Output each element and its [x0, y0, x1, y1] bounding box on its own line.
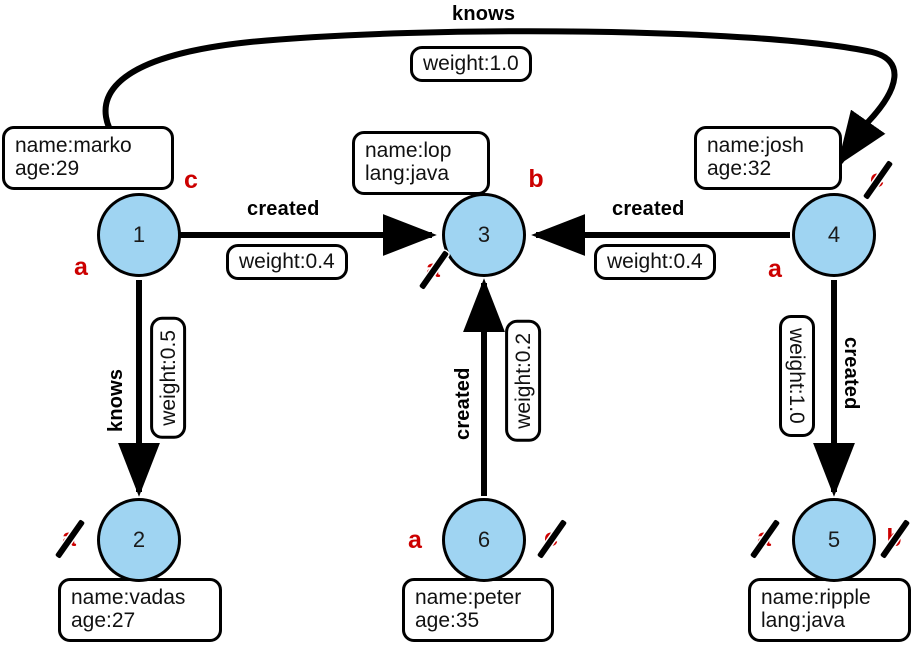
- annotation-n1-a: a: [66, 250, 96, 284]
- property-box-vertex-5: name:ripple lang:java: [748, 578, 911, 643]
- edge-label-created-1-3: created: [247, 198, 320, 220]
- annotation-n2-a-struck: a: [54, 519, 86, 559]
- weight-chip-created-4-3: weight:0.4: [594, 244, 716, 281]
- vertex-node-3[interactable]: 3: [442, 193, 526, 277]
- annotation-letter: a: [768, 254, 782, 283]
- edge-label-created-4-5: created: [840, 337, 862, 410]
- property-line: name:marko: [15, 134, 132, 157]
- vertex-node-6[interactable]: 6: [442, 498, 526, 582]
- annotation-letter: c: [184, 165, 198, 194]
- annotation-n6-a: a: [400, 523, 430, 557]
- property-line: age:35: [415, 608, 480, 632]
- annotation-n3-b: b: [521, 162, 551, 196]
- vertex-node-2[interactable]: 2: [97, 498, 181, 582]
- property-line: lang:java: [761, 608, 846, 632]
- property-line: name:ripple: [761, 586, 871, 609]
- vertex-node-1[interactable]: 1: [97, 193, 181, 277]
- annotation-n5-a-struck: a: [749, 519, 781, 559]
- vertex-node-4[interactable]: 4: [792, 193, 876, 277]
- property-box-vertex-2: name:vadas age:27: [58, 578, 222, 643]
- property-line: name:peter: [415, 586, 522, 609]
- weight-chip-created-6-3: weight:0.2: [505, 320, 542, 442]
- weight-chip-knows-1-4: weight:1.0: [410, 46, 532, 83]
- weight-chip-created-1-3: weight:0.4: [226, 244, 348, 281]
- weight-chip-knows-1-2: weight:0.5: [150, 317, 187, 439]
- property-line: name:josh: [707, 134, 804, 157]
- property-box-vertex-6: name:peter age:35: [402, 578, 554, 643]
- weight-chip-created-4-5: weight:1.0: [779, 315, 816, 437]
- property-line: age:29: [15, 156, 80, 180]
- annotation-n3-a-struck: a: [418, 250, 450, 290]
- edge-label-knows-1-2: knows: [105, 368, 127, 432]
- edge-label-created-4-3: created: [612, 198, 685, 220]
- annotation-n4-a: a: [760, 252, 790, 286]
- edge-label-knows-1-4: knows: [452, 3, 516, 25]
- property-box-vertex-4: name:josh age:32: [694, 126, 842, 191]
- property-line: name:lop: [365, 139, 452, 162]
- annotation-letter: a: [408, 525, 422, 554]
- property-line: lang:java: [365, 161, 450, 185]
- edge-knows-1-4: [102, 28, 898, 166]
- annotation-letter: b: [528, 164, 544, 193]
- property-line: age:27: [71, 608, 136, 632]
- annotation-n1-c: c: [176, 163, 206, 197]
- property-box-vertex-3: name:lop lang:java: [352, 131, 490, 196]
- edge-label-created-6-3: created: [452, 367, 474, 440]
- vertex-node-5[interactable]: 5: [792, 498, 876, 582]
- annotation-n4-c-struck: c: [862, 160, 894, 200]
- annotation-letter: a: [74, 252, 88, 281]
- property-line: age:32: [707, 156, 772, 180]
- annotation-n6-c-struck: c: [536, 519, 568, 559]
- property-line: name:vadas: [71, 586, 186, 609]
- annotation-n5-b-struck: b: [879, 519, 911, 559]
- property-box-vertex-1: name:marko age:29: [2, 126, 174, 191]
